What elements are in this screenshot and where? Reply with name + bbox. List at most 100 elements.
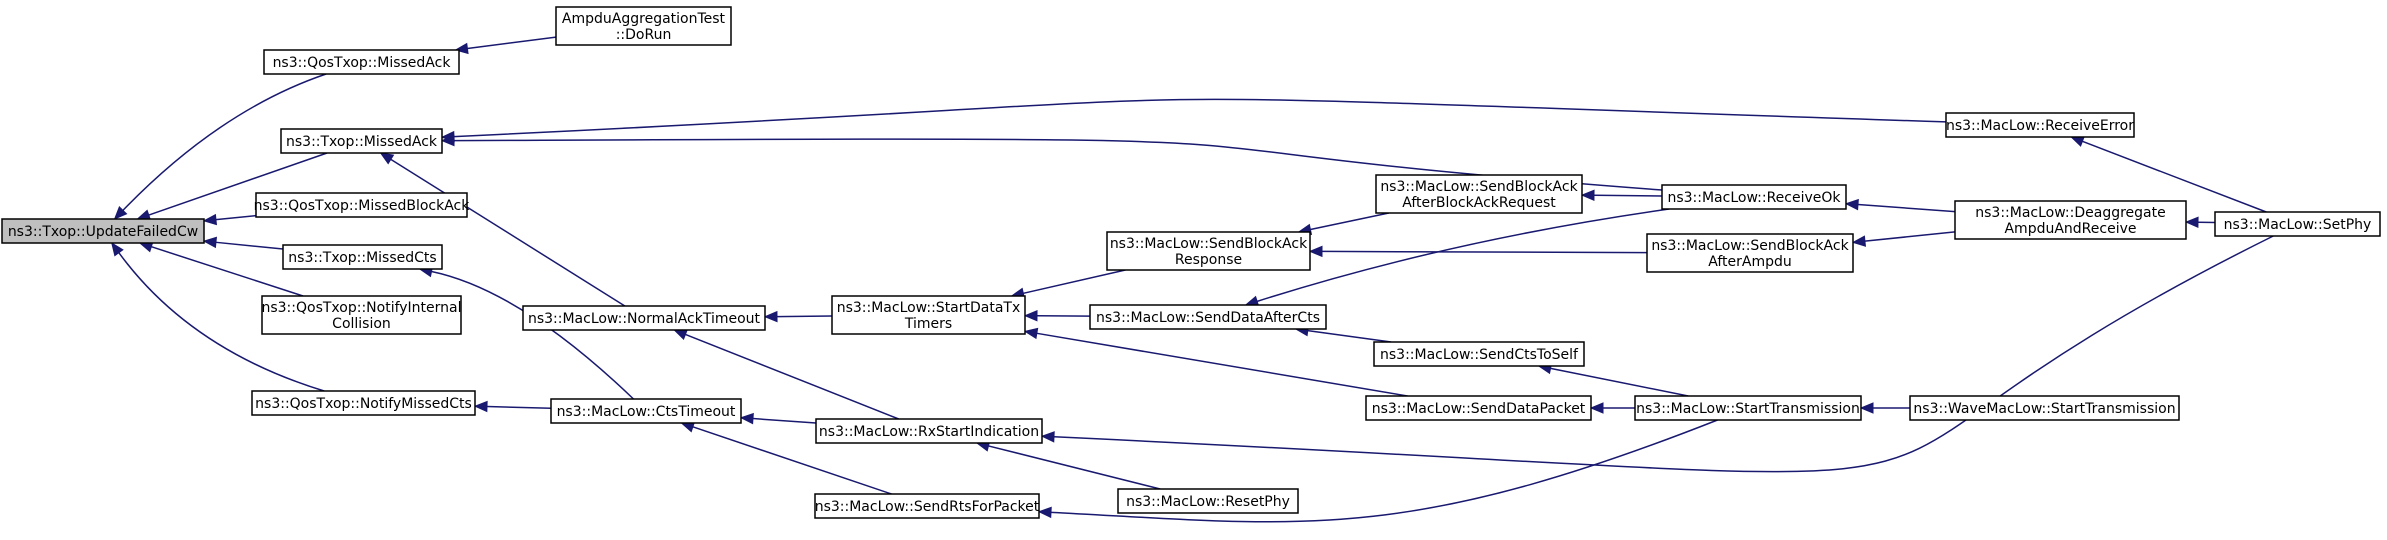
node-box (1634, 395, 1862, 421)
edge-rx-start-indication-to-cts-timeout (752, 417, 817, 424)
node-label: AmpduAndReceive (2004, 221, 2136, 237)
arrowhead-icon (2184, 216, 2199, 229)
node-send-data-after-cts[interactable]: ns3::MacLow::SendDataAfterCts (1089, 304, 1327, 330)
node-label: ns3::MacLow::ReceiveOk (1667, 190, 1841, 206)
edge-start-transmission-to-send-rts-for-packet (1050, 419, 1718, 523)
edge-ampdu-aggregation-test-to-qos-missed-ack (467, 36, 557, 50)
node-label: ns3::MacLow::RxStartIndication (819, 424, 1039, 440)
node-label: ns3::QosTxop::MissedBlockAck (254, 198, 471, 214)
node-box (2214, 211, 2381, 237)
node-label: ns3::MacLow::SendBlockAck (1651, 238, 1849, 254)
edges-layer (111, 36, 2274, 523)
node-box (1646, 233, 1854, 273)
node-send-data-packet[interactable]: ns3::MacLow::SendDataPacket (1365, 395, 1592, 421)
edge-receive-ok-to-send-block-ack-after-bar (1593, 194, 1663, 197)
edge-cts-timeout-to-txop-missed-cts (431, 270, 635, 400)
node-box (522, 305, 766, 331)
node-box (555, 6, 732, 46)
node-set-phy[interactable]: ns3::MacLow::SetPhy (2214, 211, 2381, 237)
node-cts-timeout[interactable]: ns3::MacLow::CtsTimeout (550, 398, 742, 424)
arrowhead-icon (440, 134, 455, 147)
edge-receive-error-to-txop-missed-ack (453, 98, 1947, 138)
arrowhead-icon (763, 310, 778, 323)
node-label: Collision (332, 316, 391, 332)
node-box (550, 398, 742, 424)
node-send-rts-for-packet[interactable]: ns3::MacLow::SendRtsForPacket (814, 493, 1040, 519)
node-rx-start-indication[interactable]: ns3::MacLow::RxStartIndication (815, 418, 1043, 444)
node-label: ns3::Txop::MissedCts (288, 250, 436, 266)
arrowhead-icon (1037, 506, 1052, 519)
node-reset-phy[interactable]: ns3::MacLow::ResetPhy (1117, 488, 1299, 514)
arrowhead-icon (1308, 245, 1323, 258)
node-box (1373, 341, 1585, 367)
node-label: AfterBlockAckRequest (1402, 195, 1556, 211)
node-label: ns3::MacLow::SetPhy (2224, 217, 2372, 233)
node-label: Timers (904, 316, 952, 332)
arrowhead-icon (1023, 327, 1039, 340)
node-wave-start-transmission[interactable]: ns3::WaveMacLow::StartTransmission (1909, 395, 2180, 421)
node-box (1106, 231, 1311, 271)
node-box (1661, 184, 1847, 210)
node-box (814, 493, 1040, 519)
node-label: ns3::MacLow::CtsTimeout (557, 404, 736, 420)
node-box (1375, 174, 1583, 214)
edge-txop-missed-ack-to-update-failed-cw (148, 152, 328, 216)
node-box (1117, 488, 1299, 514)
edge-normal-ack-timeout-to-txop-missed-ack (390, 158, 626, 307)
arrowhead-icon (739, 412, 754, 425)
node-receive-error[interactable]: ns3::MacLow::ReceiveError (1945, 112, 2135, 138)
edge-receive-ok-to-send-data-after-cts (1256, 208, 1670, 303)
arrowhead-icon (1040, 431, 1055, 443)
node-label: ns3::MacLow::NormalAckTimeout (528, 311, 761, 327)
arrowhead-icon (2069, 136, 2085, 147)
node-send-block-ack-after-bar[interactable]: ns3::MacLow::SendBlockAckAfterBlockAckRe… (1375, 174, 1583, 214)
edge-txop-missed-cts-to-update-failed-cw (215, 241, 284, 250)
arrowhead-icon (1859, 402, 1874, 414)
node-send-cts-to-self[interactable]: ns3::MacLow::SendCtsToSelf (1373, 341, 1585, 367)
node-box (1909, 395, 2180, 421)
node-qos-missed-block-ack[interactable]: ns3::QosTxop::MissedBlockAck (254, 192, 471, 218)
node-txop-missed-cts[interactable]: ns3::Txop::MissedCts (282, 244, 443, 270)
node-normal-ack-timeout[interactable]: ns3::MacLow::NormalAckTimeout (522, 305, 766, 331)
node-label: ::DoRun (616, 27, 672, 43)
node-box (831, 295, 1026, 335)
node-label: ns3::Txop::MissedAck (286, 134, 438, 150)
node-label: ns3::WaveMacLow::StartTransmission (1913, 401, 2175, 417)
node-box (255, 192, 468, 218)
edge-qos-notify-internal-collision-to-update-failed-cw (151, 245, 304, 297)
node-label: ns3::MacLow::ResetPhy (1126, 494, 1290, 510)
node-label: ns3::MacLow::SendDataPacket (1372, 401, 1586, 417)
edge-start-transmission-to-send-cts-to-self (1550, 367, 1689, 397)
node-label: Response (1175, 252, 1242, 268)
node-qos-notify-missed-cts[interactable]: ns3::QosTxop::NotifyMissedCts (251, 390, 476, 416)
node-label: ns3::MacLow::SendCtsToSelf (1380, 347, 1579, 363)
node-ampdu-aggregation-test[interactable]: AmpduAggregationTest::DoRun (555, 6, 732, 46)
node-box (1954, 200, 2187, 240)
node-update-failed-cw[interactable]: ns3::Txop::UpdateFailedCw (1, 218, 205, 244)
node-start-transmission[interactable]: ns3::MacLow::StartTransmission (1634, 395, 1862, 421)
edge-send-block-ack-response-to-start-data-tx-timers (1023, 269, 1126, 295)
edge-receive-ok-to-txop-missed-ack (453, 138, 1663, 191)
node-label: AfterAmpdu (1708, 254, 1791, 270)
arrowhead-icon (1589, 402, 1604, 414)
edge-set-phy-to-receive-error (2082, 140, 2267, 213)
arrowhead-icon (1580, 189, 1595, 202)
node-txop-missed-ack[interactable]: ns3::Txop::MissedAck (280, 128, 443, 154)
edge-qos-notify-missed-cts-to-update-failed-cw (118, 252, 325, 392)
edge-rx-start-indication-to-normal-ack-timeout (685, 333, 900, 420)
arrowhead-icon (473, 400, 488, 413)
node-label: ns3::MacLow::SendDataAfterCts (1096, 310, 1320, 326)
node-box (263, 49, 460, 75)
node-qos-missed-ack[interactable]: ns3::QosTxop::MissedAck (263, 49, 460, 75)
edge-reset-phy-to-rx-start-indication (988, 445, 1161, 490)
node-label: ns3::MacLow::SendBlockAck (1380, 179, 1578, 195)
node-box (1, 218, 205, 244)
edge-send-rts-for-packet-to-cts-timeout (692, 426, 892, 495)
node-receive-ok[interactable]: ns3::MacLow::ReceiveOk (1661, 184, 1847, 210)
